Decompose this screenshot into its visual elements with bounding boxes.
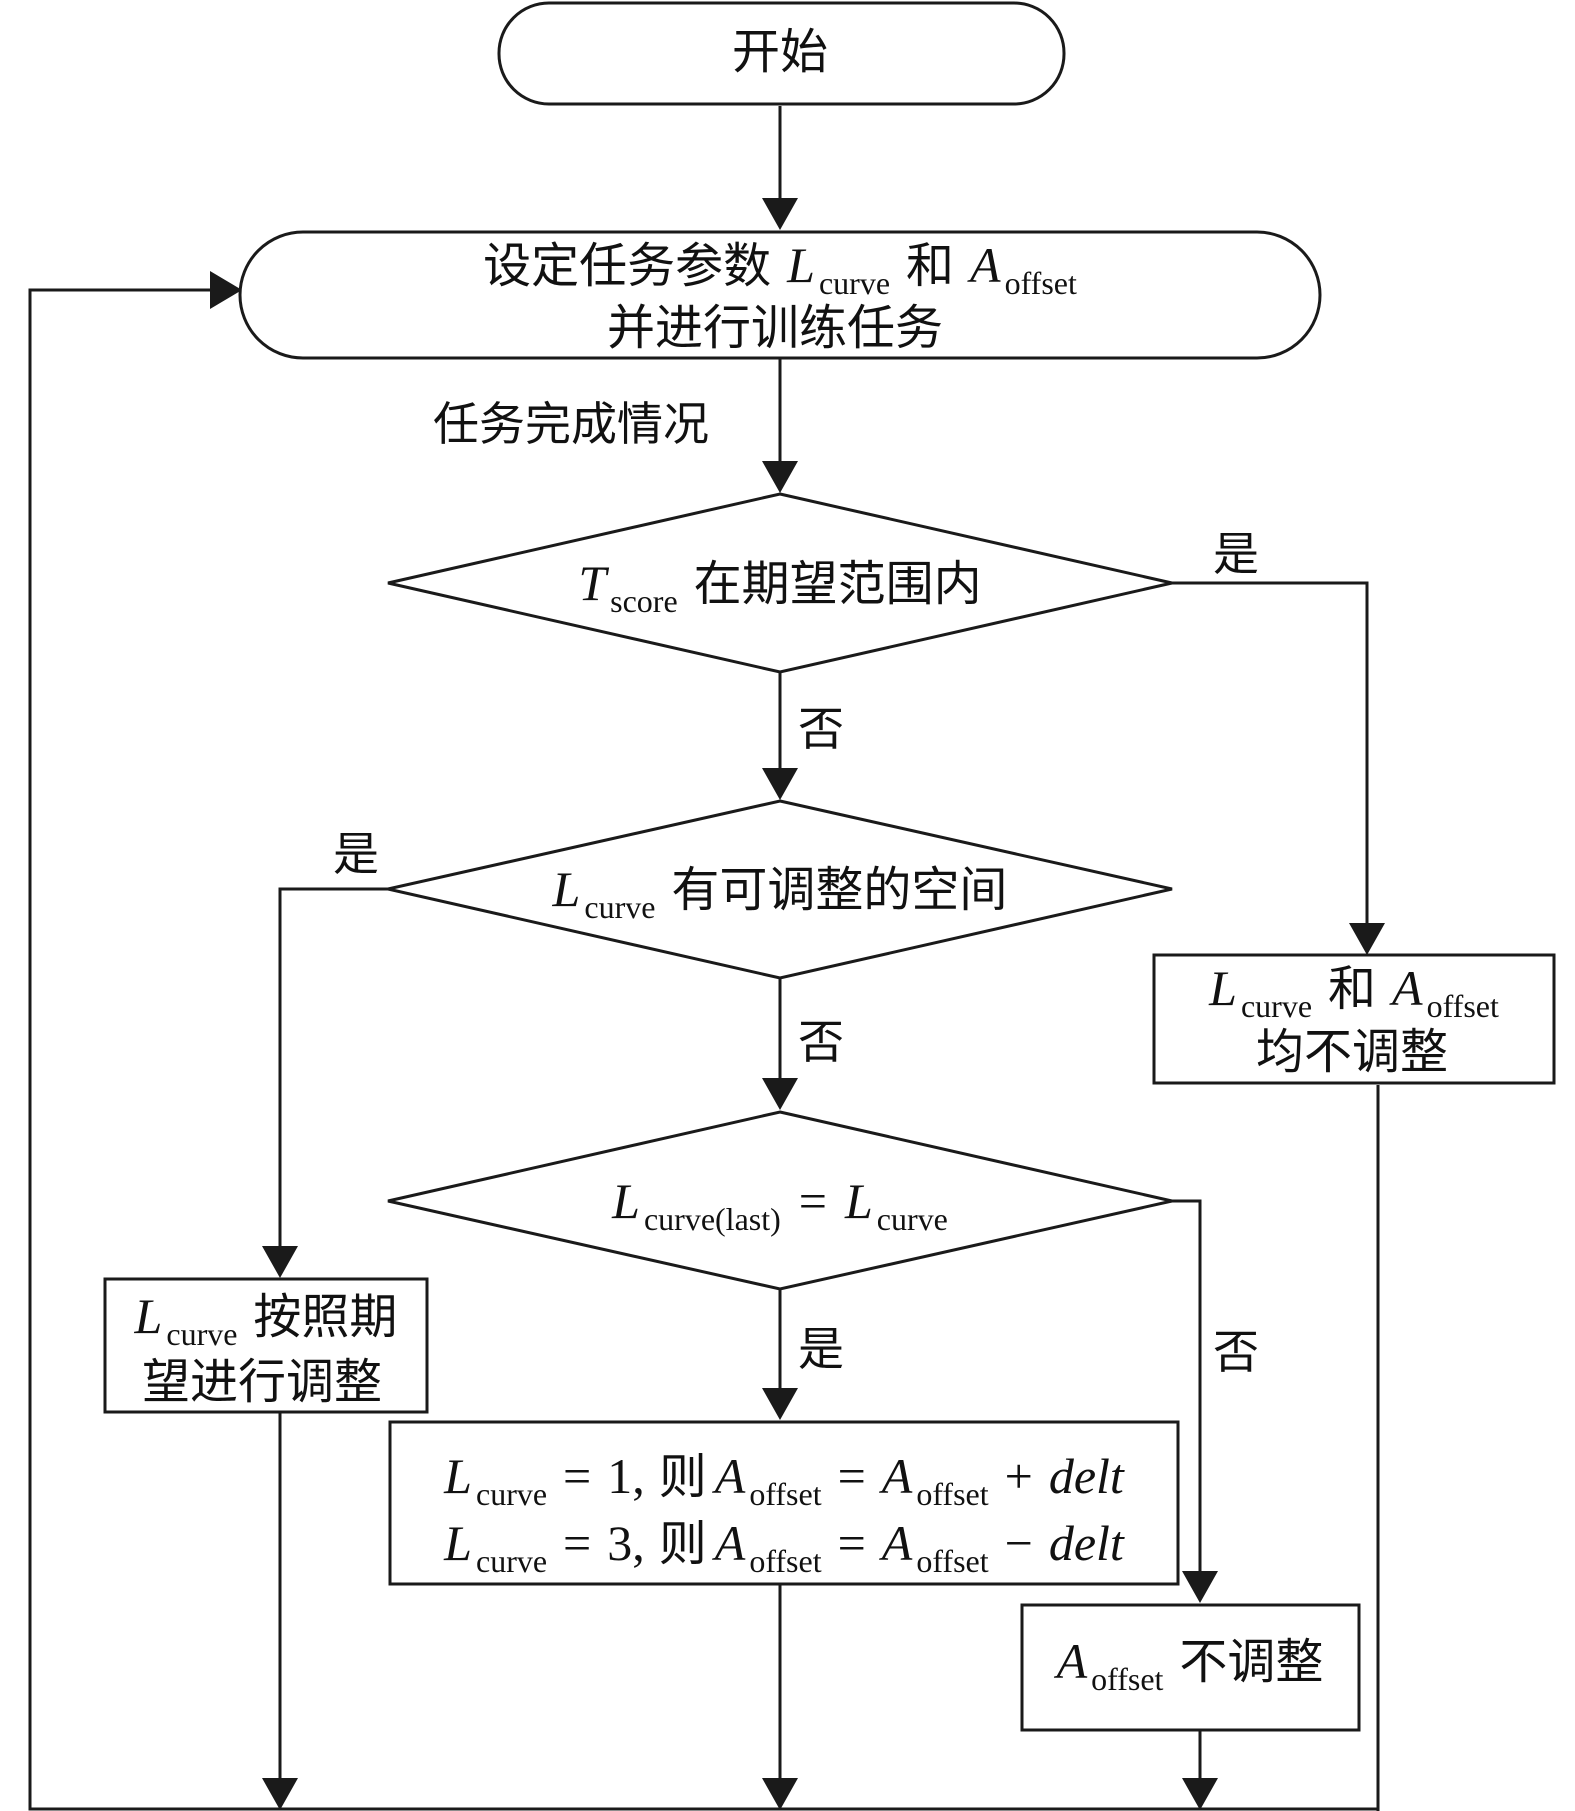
aoffset-no-adjust-text: A offset 不调整 — [1054, 1633, 1324, 1697]
arrowhead-down-icon — [1182, 1778, 1218, 1810]
set-params-line1: 设定任务参数 L curve 和 A offset — [483, 237, 1077, 301]
arrowhead-down-icon — [1349, 923, 1385, 955]
arrowhead-down-icon — [262, 1778, 298, 1810]
both-no-adjust-line1: L curve 和 A offset — [1208, 960, 1499, 1024]
aoffset-update-row2: L curve = 3, 则 A offset = A offset − del… — [443, 1515, 1125, 1579]
lcurve-last-decision — [387, 1110, 1173, 1291]
score-check-text: T score 在期望范围内 — [578, 555, 981, 619]
lcurve-space-decision — [387, 799, 1173, 980]
aoffset-update-process — [388, 1420, 1180, 1586]
edge-label-score-no: 否 — [798, 702, 844, 756]
start-text: 开始 — [732, 24, 828, 80]
edge-space-yes — [278, 887, 388, 1253]
node-lcurve-last: L curve(last) = L curve — [387, 1110, 1173, 1291]
set-params-terminal — [238, 230, 1322, 360]
edge-label-space-yes: 是 — [333, 827, 379, 881]
edge-last-no — [1172, 1199, 1202, 1578]
aoffset-update-row1: L curve = 1, 则 A offset = A offset + del… — [443, 1448, 1125, 1512]
lcurve-adjust-line1: L curve 按照期 — [134, 1288, 398, 1352]
arrowhead-down-icon — [762, 1078, 798, 1110]
node-aoffset-update: L curve = 1, 则 A offset = A offset + del… — [388, 1420, 1180, 1586]
arrowhead-right-icon — [210, 271, 242, 309]
node-both-no-adjust: L curve 和 A offset 均不调整 — [1152, 953, 1556, 1085]
lcurve-adjust-line2: 望进行调整 — [142, 1354, 382, 1410]
node-aoffset-no-adjust: A offset 不调整 — [1020, 1603, 1361, 1732]
set-params-line2: 并进行训练任务 — [607, 300, 943, 356]
edge-label-last-yes: 是 — [798, 1322, 844, 1376]
edge-feedback-loop — [28, 288, 1378, 1811]
node-start: 开始 — [497, 1, 1066, 106]
node-lcurve-adjust: L curve 按照期 望进行调整 — [103, 1277, 429, 1414]
lcurve-adjust-process — [103, 1277, 429, 1414]
start-terminal — [497, 1, 1066, 106]
arrowhead-down-icon — [762, 1778, 798, 1810]
edge-label-last-no: 否 — [1213, 1325, 1259, 1379]
arrowhead-down-icon — [262, 1246, 298, 1278]
both-no-adjust-line2: 均不调整 — [1256, 1024, 1448, 1080]
edge-label-task-status: 任务完成情况 — [433, 397, 709, 451]
arrowhead-down-icon — [762, 461, 798, 493]
edge-label-space-no: 否 — [798, 1015, 844, 1069]
score-check-decision — [387, 492, 1173, 674]
arrowhead-down-icon — [762, 198, 798, 230]
edge-score-yes — [1172, 581, 1369, 930]
arrowhead-down-icon — [762, 1388, 798, 1420]
node-set-params: 设定任务参数 L curve 和 A offset 并进行训练任务 — [238, 230, 1322, 360]
lcurve-space-text: L curve 有可调整的空间 — [552, 861, 1008, 925]
node-score-check: T score 在期望范围内 — [387, 492, 1173, 674]
arrowhead-down-icon — [1182, 1571, 1218, 1603]
arrowhead-down-icon — [762, 768, 798, 800]
edge-label-score-yes: 是 — [1213, 527, 1259, 581]
node-lcurve-space: L curve 有可调整的空间 — [387, 799, 1173, 980]
both-no-adjust-process — [1152, 953, 1556, 1085]
edges — [28, 106, 1385, 1811]
aoffset-no-adjust-process — [1020, 1603, 1361, 1732]
lcurve-last-text: L curve(last) = L curve — [611, 1173, 948, 1237]
